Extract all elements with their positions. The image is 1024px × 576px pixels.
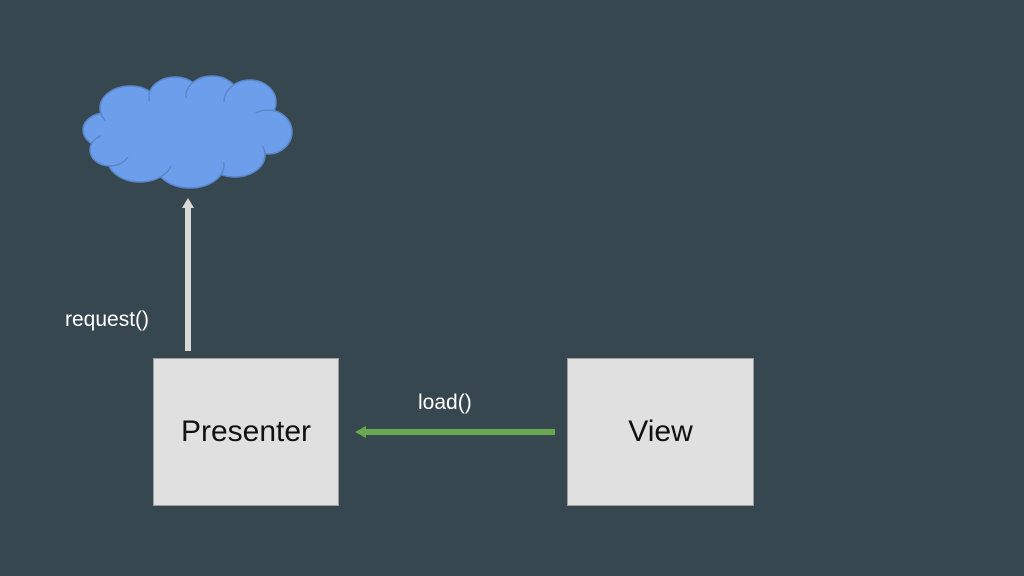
presenter-node-label: Presenter bbox=[180, 415, 312, 448]
presenter-node: Presenter bbox=[153, 358, 339, 506]
request-edge-label: request() bbox=[65, 308, 150, 331]
view-node-label: View bbox=[628, 415, 693, 448]
cloud-fill bbox=[100, 98, 270, 166]
view-node: View bbox=[567, 358, 754, 506]
load-arrow bbox=[355, 426, 555, 438]
load-edge-label: load() bbox=[418, 391, 472, 414]
request-arrow bbox=[182, 198, 194, 351]
